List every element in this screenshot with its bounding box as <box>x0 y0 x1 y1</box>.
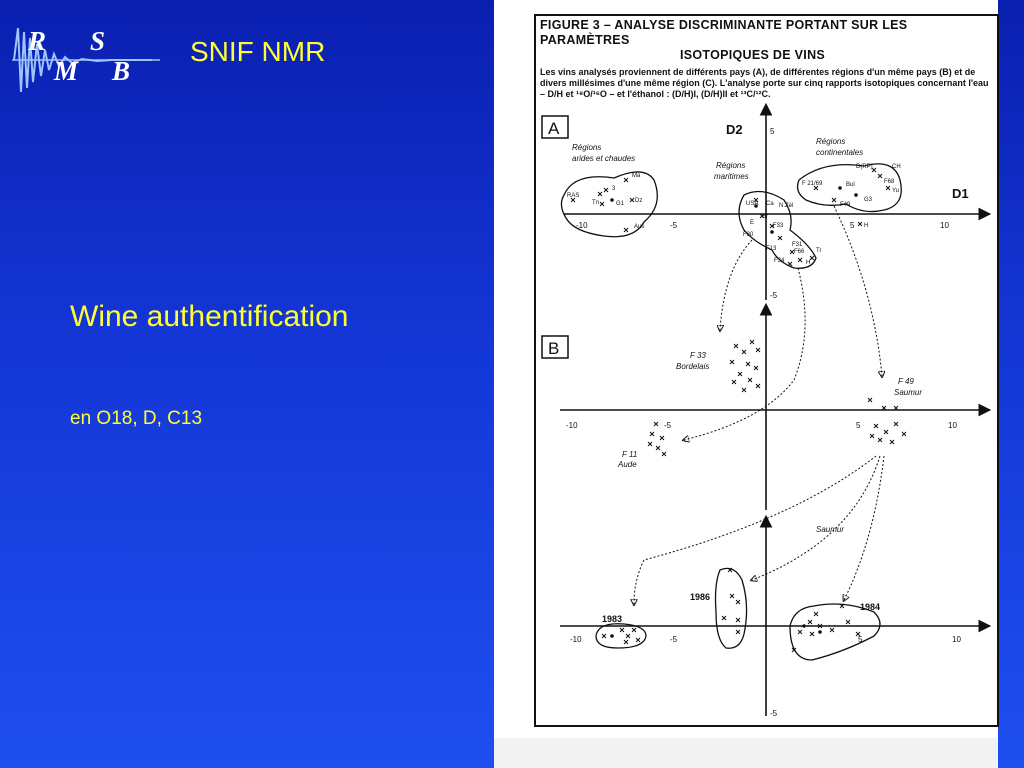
label-b-aude: Aude <box>617 460 637 469</box>
label-b-f33: F 33 <box>690 351 706 360</box>
arrows-a-to-b <box>684 205 882 440</box>
tick-a-p5: 5 <box>850 221 855 230</box>
label-drp: D(RP) <box>856 164 873 170</box>
label-dz: Dz <box>635 198 642 204</box>
tick-a-m10: -10 <box>576 221 588 230</box>
label-b-bordelais: Bordelais <box>676 362 709 371</box>
maritime-region-label2: maritimes <box>714 172 749 181</box>
label-ma: Ma <box>632 173 641 179</box>
cluster-1984-outline <box>789 603 881 661</box>
label-ras: RAS <box>567 193 579 199</box>
label-ca: Ca <box>766 201 774 207</box>
panel-a: A D1 D2 5 -5 -10 -5 5 10 Régions arides … <box>541 102 992 300</box>
label-h: H <box>806 260 810 266</box>
label-b-f49: F 49 <box>898 377 914 386</box>
arid-region-label: Régions <box>572 143 601 152</box>
maritime-cluster-outline <box>738 190 817 269</box>
panel-b: B -10 -5 5 10 F 33 Bordelais F 11 Aude F… <box>541 302 992 510</box>
panel-a-dots <box>610 186 858 234</box>
label-usa: USA <box>746 201 758 207</box>
label-f49: F49 <box>840 202 851 208</box>
waveform-icon <box>12 27 160 93</box>
logo-letter-r: R <box>28 26 47 56</box>
label-3: 3 <box>612 186 616 192</box>
label-f34: F34 <box>774 258 785 264</box>
label-b-f11: F 11 <box>622 450 637 459</box>
label-tn: Tn <box>592 200 599 206</box>
panel-b-box <box>541 335 569 359</box>
d1-label: D1 <box>952 186 969 201</box>
figure-header: FIGURE 3 – ANALYSE DISCRIMINANTE PORTANT… <box>540 18 995 100</box>
label-ch: CH <box>892 164 901 170</box>
rmsb-logo: R S M B <box>12 22 162 98</box>
label-g1: G1 <box>616 201 625 207</box>
label-br: Br <box>762 214 768 220</box>
logo-letter-s: S <box>90 26 106 56</box>
label-c-saumur: Saumur <box>816 525 844 534</box>
label-f68: F68 <box>884 179 895 185</box>
label-f33: F33 <box>773 223 784 229</box>
cluster-1983-outline <box>595 623 647 649</box>
slide-title: SNIF NMR <box>190 36 326 67</box>
tick-b-m5: -5 <box>664 421 672 430</box>
tick-a-p10: 10 <box>940 221 949 230</box>
label-g3: G3 <box>864 197 873 203</box>
label-tr: Tr <box>816 248 821 254</box>
logo-letter-b: B <box>112 56 131 86</box>
d2-label: D2 <box>726 122 743 137</box>
tick-b-p5: 5 <box>856 421 861 430</box>
label-c-1984: 1984 <box>860 602 880 612</box>
tick-c-d2-m5: -5 <box>770 709 778 718</box>
label-f13: F13 <box>766 246 777 252</box>
discriminant-analysis-diagram: A D1 D2 5 -5 -10 -5 5 10 Régions arides … <box>541 102 992 718</box>
continental-region-label2: continentales <box>816 148 863 157</box>
continental-cluster-outline <box>796 163 902 213</box>
label-f21: F 21/69 <box>802 181 823 187</box>
label-b-saumur: Saumur <box>894 388 922 397</box>
figure-caption: Les vins analysés proviennent de différe… <box>540 67 989 99</box>
tick-c-m5: -5 <box>670 635 678 644</box>
label-yu: Yu <box>892 188 899 194</box>
label-f31: F31 <box>792 242 803 248</box>
label-c-1986: 1986 <box>690 592 710 602</box>
panel-a-letter: A <box>548 119 560 138</box>
panel-b-letter: B <box>548 339 559 358</box>
logo-letter-m: M <box>54 56 79 86</box>
label-f30: F30 <box>743 232 754 238</box>
cluster-1986-outline <box>714 567 748 649</box>
arid-region-label2: arides et chaudes <box>572 154 635 163</box>
label-bul: Bul <box>846 182 855 188</box>
label-c-1983: 1983 <box>602 614 622 624</box>
tick-c-m10: -10 <box>570 635 582 644</box>
figure-title-line2: ISOTOPIQUES DE VINS <box>679 48 826 62</box>
continental-region-label: Régions <box>816 137 845 146</box>
panel-a-points <box>570 167 891 267</box>
panel-c: -5 -10 -5 5 10 Saumur 1983 1986 1984 <box>560 514 992 718</box>
slide-note: en O18, D, C13 <box>70 408 203 429</box>
label-f66: F66 <box>794 249 805 255</box>
maritime-region-label: Régions <box>716 161 745 170</box>
scanned-figure-margin <box>494 738 998 768</box>
panel-c-dots <box>610 624 822 638</box>
slide-subtitle: Wine authentification <box>70 300 349 333</box>
panel-b-points <box>647 339 907 457</box>
figure-title-line1: FIGURE 3 – ANALYSE DISCRIMINANTE PORTANT… <box>540 18 908 47</box>
tick-c-p5: 5 <box>858 635 863 644</box>
tick-a-d2-m5: -5 <box>770 291 778 300</box>
label-h2: H <box>864 223 868 229</box>
tick-a-m5: -5 <box>670 221 678 230</box>
label-e: E <box>750 220 754 226</box>
tick-b-p10: 10 <box>948 421 957 430</box>
tick-c-p10: 10 <box>952 635 961 644</box>
arid-cluster-outline <box>560 171 658 238</box>
label-nz: N.Zél <box>779 203 793 209</box>
tick-a-d2-5: 5 <box>770 127 775 136</box>
panel-c-points <box>601 567 861 653</box>
arrows-b-to-c <box>634 455 885 604</box>
tick-b-m10: -10 <box>566 421 578 430</box>
label-aus: Aus <box>634 224 644 230</box>
panel-a-box <box>541 115 569 139</box>
figure-frame <box>534 14 999 727</box>
